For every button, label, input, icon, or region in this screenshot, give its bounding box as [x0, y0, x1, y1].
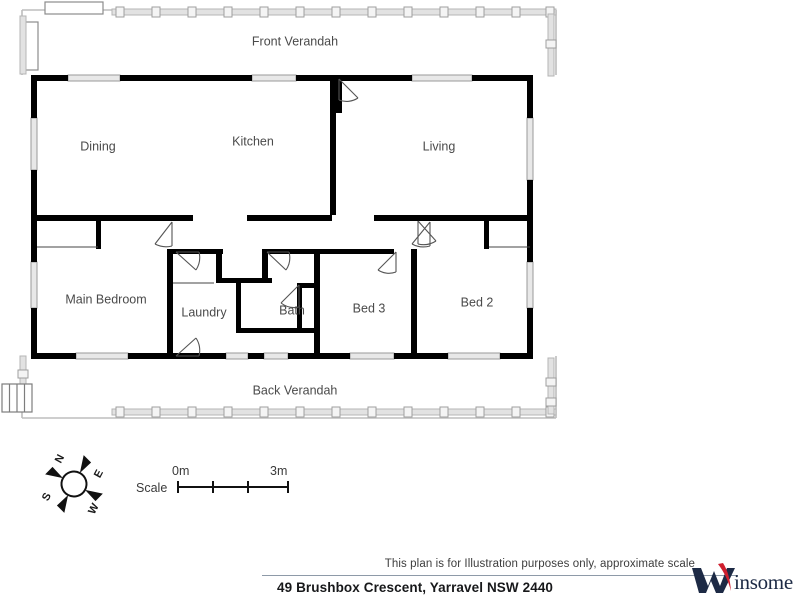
verandah-rail-left-front [19, 15, 27, 75]
logo-w-shape [692, 568, 735, 593]
compass-letters: N E S W [40, 453, 106, 517]
walls [31, 75, 533, 359]
internal-thin-lines [37, 246, 530, 284]
logo-accent-swoosh [718, 563, 731, 591]
scale-end-label: 3m [270, 464, 287, 478]
room-label-dining: Dining [80, 139, 115, 153]
scale-start-label: 0m [172, 464, 189, 478]
verandah-railing-back [1, 355, 557, 418]
logo-wordmark: insome [734, 570, 793, 594]
scale-bar: Scale 0m 3m [136, 464, 289, 495]
room-label-kitchen: Kitchen [232, 134, 274, 148]
room-label-back-verandah: Back Verandah [253, 383, 338, 397]
disclaimer-text: This plan is for Illustration purposes o… [384, 558, 695, 570]
room-labels: Front Verandah Dining Kitchen Living Mai… [65, 34, 493, 397]
property-address: 49 Brushbox Crescent, Yarravel NSW 2440 [277, 580, 554, 595]
room-label-main-bedroom: Main Bedroom [65, 292, 146, 306]
room-label-bed2: Bed 2 [461, 295, 494, 309]
door-swings [154, 78, 437, 357]
footer-divider [262, 575, 738, 576]
compass-letter-s: S [40, 491, 54, 503]
verandah-railing-front [23, 1, 557, 77]
compass-letter-e: E [92, 468, 106, 480]
north-arrow: N E S W [40, 453, 106, 517]
compass-letter-n: N [53, 453, 67, 466]
back-steps [1, 383, 33, 413]
winsome-logo: insome [692, 563, 793, 594]
room-label-laundry: Laundry [181, 305, 227, 319]
room-label-bath: Bath [279, 303, 305, 317]
scale-label: Scale [136, 481, 167, 495]
room-label-bed3: Bed 3 [353, 301, 386, 315]
compass-letter-w: W [86, 501, 102, 516]
room-label-living: Living [423, 139, 456, 153]
room-label-front-verandah: Front Verandah [252, 34, 338, 48]
